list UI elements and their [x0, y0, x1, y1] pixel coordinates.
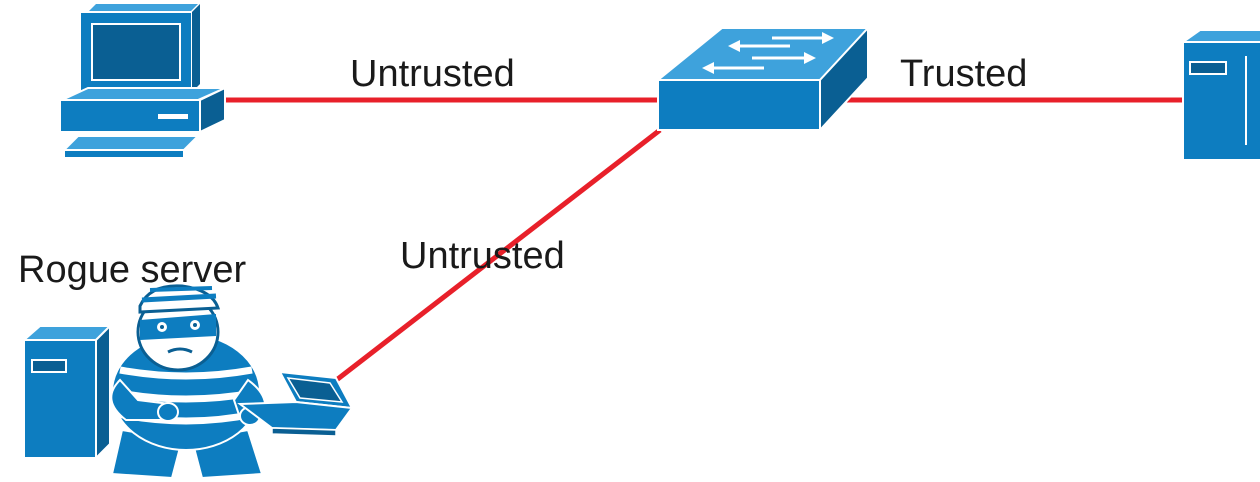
- link-label-pc-switch: Untrusted: [350, 53, 515, 95]
- link-rogue-switch: [328, 128, 662, 387]
- rogue-server-icon: [21, 323, 113, 461]
- link-label-rogue-switch: Untrusted: [400, 235, 565, 277]
- switch-icon: [655, 25, 871, 133]
- server-icon: [1179, 29, 1260, 161]
- rogue-server-label: Rogue server: [18, 249, 246, 291]
- thief-icon: [110, 284, 267, 480]
- laptop-icon: [237, 370, 354, 437]
- pc-icon: [59, 4, 226, 159]
- link-label-switch-server: Trusted: [900, 53, 1027, 95]
